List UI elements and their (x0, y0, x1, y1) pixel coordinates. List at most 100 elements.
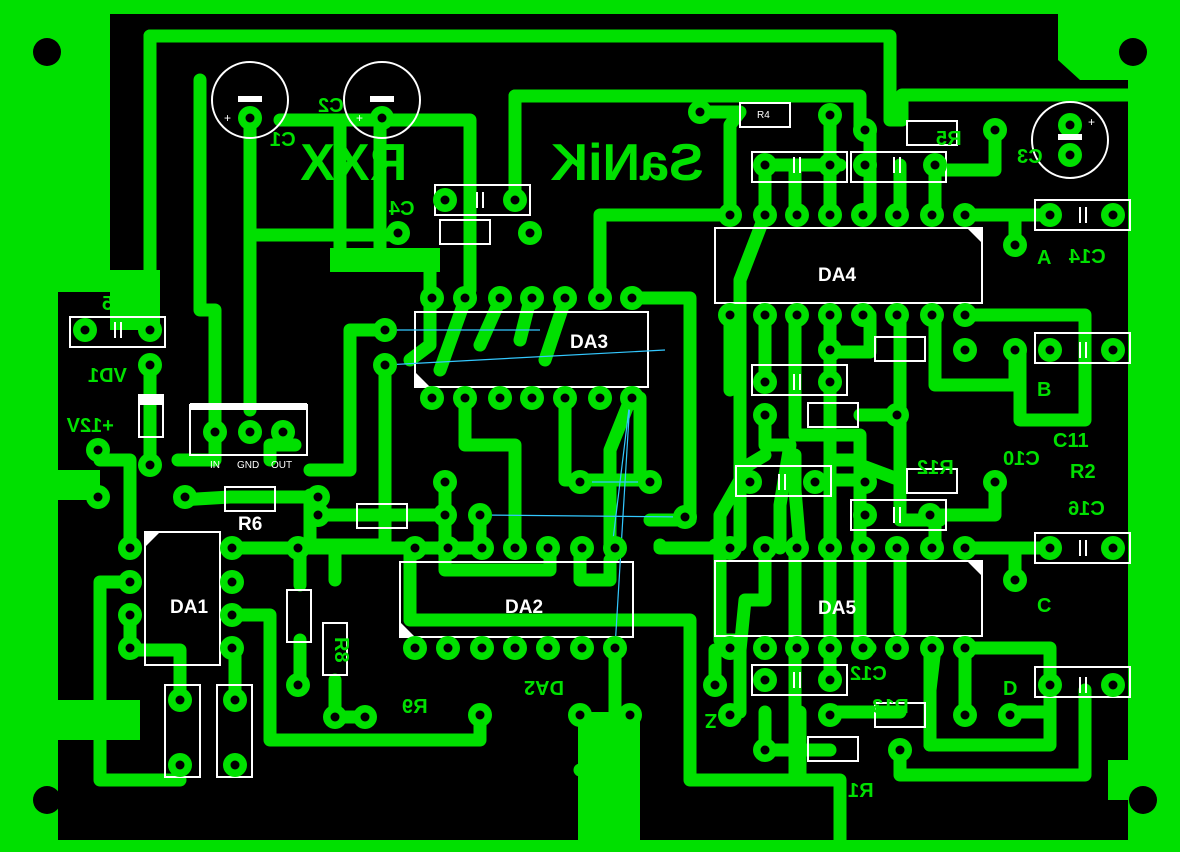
r13-label: R13 (872, 696, 909, 718)
pad-drill (892, 210, 902, 220)
pad-drill (825, 643, 835, 653)
da3-label: DA3 (570, 332, 608, 353)
pad-drill (1045, 543, 1055, 553)
c3-label: C3 (1017, 146, 1043, 168)
pad-drill (760, 210, 770, 220)
pad-drill (393, 228, 403, 238)
pad-drill (145, 325, 155, 335)
silk-labels: DA3 DA2 DA4 DA5 DA1 R6 IN GND OUT (170, 265, 856, 619)
channel-d: D (1003, 678, 1017, 700)
ratsnest (384, 329, 691, 649)
c12-label: C12 (850, 663, 887, 685)
r6-box (224, 486, 276, 512)
channel-b: B (1037, 379, 1051, 401)
r1-box (807, 736, 859, 762)
pad-drill (760, 310, 770, 320)
cap-band (238, 96, 262, 102)
c2-label: C2 (318, 95, 344, 117)
pad-drill (510, 195, 520, 205)
pad-drill (595, 293, 605, 303)
pad-drill (760, 675, 770, 685)
pad-drill (792, 310, 802, 320)
pad-drill (960, 210, 970, 220)
pad-drill (1108, 345, 1118, 355)
pad-drill (1045, 345, 1055, 355)
c2-outline (343, 61, 421, 139)
pad-drill (380, 325, 390, 335)
pad-drill (525, 228, 535, 238)
pad-drill (230, 760, 240, 770)
r1-label: R1 (848, 780, 874, 802)
pad-drill (80, 325, 90, 335)
pad-drill (1065, 150, 1075, 160)
pad-drill (443, 543, 453, 553)
da1-label: DA1 (170, 597, 208, 618)
pad-drill (858, 210, 868, 220)
da2-label: DA2 (505, 597, 543, 618)
pad-drill (330, 712, 340, 722)
pad-drill (1108, 210, 1118, 220)
c1-label: C1 (270, 129, 296, 151)
pad-drill (210, 427, 220, 437)
pad-drill (427, 293, 437, 303)
pad-drill (927, 310, 937, 320)
pad-drill (892, 310, 902, 320)
pad-drill (125, 643, 135, 653)
pad-drill (792, 643, 802, 653)
pad-drill (125, 577, 135, 587)
pad-drill (227, 543, 237, 553)
chip-notches (145, 228, 982, 637)
pad-drill (760, 745, 770, 755)
pad-drill (858, 543, 868, 553)
pad-drill (930, 160, 940, 170)
pad-drill (93, 445, 103, 455)
pad-drill (543, 543, 553, 553)
r6-label: R6 (238, 514, 262, 535)
pad-drill (410, 643, 420, 653)
pad-drill (577, 643, 587, 653)
da2-mirror-label: DA2 (524, 676, 564, 698)
pad-drill (825, 543, 835, 553)
pad-drill (892, 643, 902, 653)
pad-drill (575, 477, 585, 487)
pad-drill (792, 210, 802, 220)
pad-drill (1108, 543, 1118, 553)
c10-label: C10 (1003, 448, 1040, 470)
pad-drill (825, 710, 835, 720)
pad-drill (313, 492, 323, 502)
pad-drill (440, 477, 450, 487)
pad-drill (760, 410, 770, 420)
pad-drill (510, 643, 520, 653)
r4-box (739, 102, 791, 128)
pad-drill (710, 680, 720, 690)
pad-drill (230, 695, 240, 705)
pad-drill (892, 410, 902, 420)
pad-drill (680, 512, 690, 522)
pad-drill (925, 510, 935, 520)
pad-drill (725, 543, 735, 553)
pads: +++ (73, 96, 1125, 777)
pad-drill (175, 695, 185, 705)
pad-drill (1005, 710, 1015, 720)
r12-box (906, 468, 958, 494)
da5-outline (714, 560, 983, 637)
pad-drill (577, 543, 587, 553)
r2-label: R2 (1070, 461, 1096, 483)
pad-drill (440, 510, 450, 520)
pad-drill (860, 125, 870, 135)
pad-drill (527, 293, 537, 303)
pad-drill (477, 643, 487, 653)
mounting-holes (33, 38, 1157, 814)
pad-drill (695, 107, 705, 117)
r9-label: R9 (402, 696, 428, 718)
pad-drill (175, 760, 185, 770)
vd1-label: VD1 (88, 365, 127, 387)
pad-drill (427, 393, 437, 403)
pad-drill (858, 310, 868, 320)
pad-drill (825, 210, 835, 220)
z-mark: Z (705, 709, 717, 731)
pad-drill (725, 210, 735, 220)
pad-drill (1045, 210, 1055, 220)
copper-traces (93, 29, 1137, 847)
pad-drill (227, 643, 237, 653)
